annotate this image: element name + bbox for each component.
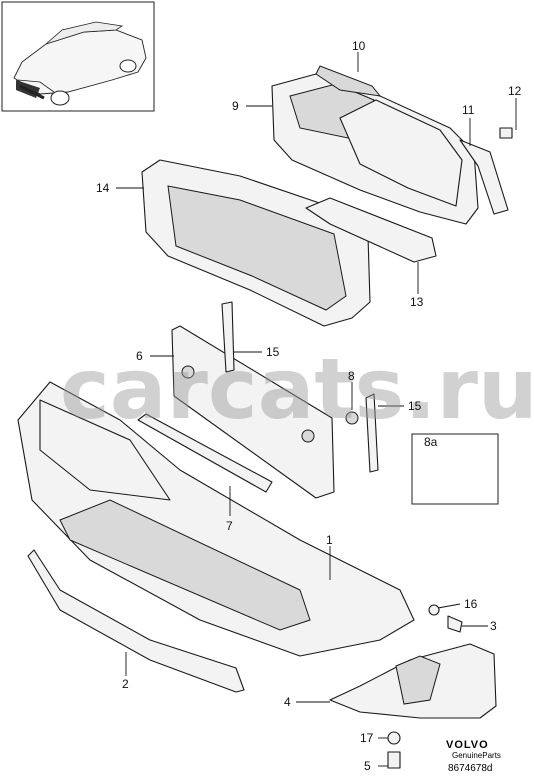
callout-label: 13 [410, 295, 424, 309]
brand-name: VOLVO [446, 739, 489, 751]
callout-label: 15 [408, 399, 422, 413]
part-lip-spoiler [27, 549, 245, 693]
part-side-deflector [329, 643, 497, 719]
callout-label: 15 [266, 345, 280, 359]
drawing-code: 8674678d [448, 763, 493, 774]
callout-label: 7 [226, 519, 233, 533]
leader-lines [116, 52, 517, 767]
vehicle-thumbnail [1, 1, 155, 112]
callout-label: 17 [360, 731, 374, 745]
callout-label: 11 [462, 103, 475, 117]
brand-block: VOLVO GenuineParts 8674678d [446, 739, 501, 774]
inset-box [411, 433, 499, 505]
callout-label: 3 [490, 619, 497, 633]
callout-label: 1 [326, 533, 333, 547]
callout-label: 5 [364, 759, 371, 773]
callout-label: 14 [96, 181, 110, 195]
part-front-frame [141, 159, 371, 327]
callout-label: 8a [424, 435, 438, 449]
watermark: carcats.ru [60, 340, 534, 438]
callout-label: 16 [464, 597, 478, 611]
callout-label: 8 [348, 369, 355, 383]
callout-label: 4 [284, 695, 291, 709]
callout-label: 6 [136, 349, 143, 363]
part-lower-air-guide [17, 381, 415, 657]
part-panel [171, 301, 379, 499]
part-air-guide-upper [271, 65, 513, 225]
part-strip [137, 413, 273, 493]
callout-labels: 10 9 12 11 14 13 6 15 8 15 8a 7 1 16 3 2… [96, 39, 522, 773]
brand-tagline: GenuineParts [452, 751, 501, 760]
callout-label: 2 [122, 677, 129, 691]
callout-label: 12 [508, 84, 522, 98]
part-lower-deflector [305, 197, 437, 263]
callout-label: 9 [232, 99, 239, 113]
callout-label: 10 [352, 39, 366, 53]
